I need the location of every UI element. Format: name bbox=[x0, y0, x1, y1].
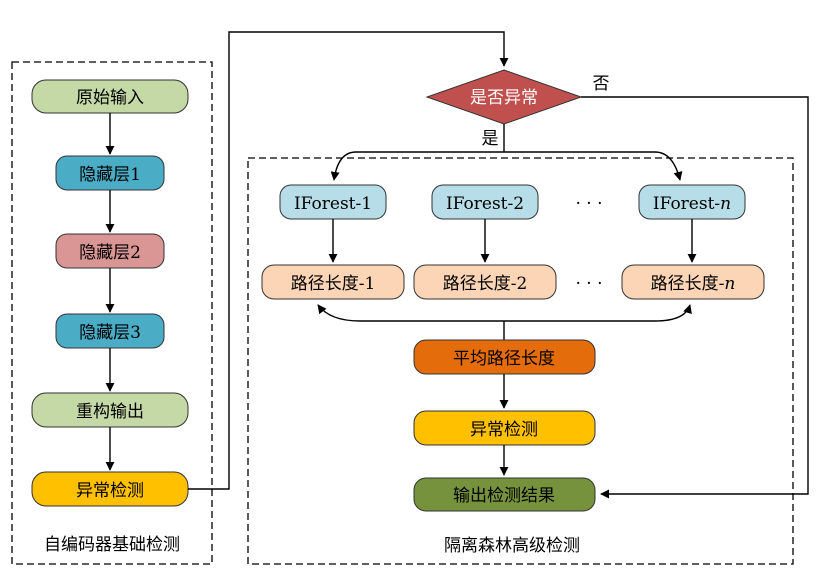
node-reconstruct-output: 重构输出 bbox=[31, 392, 189, 428]
node-path-length-1-label: 路径长度-1 bbox=[291, 274, 376, 294]
node-iforest-2-label: IForest-2 bbox=[446, 194, 524, 214]
node-iforest-1-label: IForest-1 bbox=[294, 194, 372, 214]
node-path-length-n-suffix: n bbox=[724, 274, 735, 294]
left-panel-frame bbox=[11, 61, 213, 565]
node-average-path-length: 平均路径长度 bbox=[413, 339, 596, 375]
node-hidden-layer-2: 隐藏层2 bbox=[55, 233, 165, 269]
decision-yes-label: 是 bbox=[482, 129, 499, 149]
edge-no-to-output bbox=[581, 96, 809, 499]
edge-detect-to-decision bbox=[188, 31, 509, 490]
node-average-path-length-label: 平均路径长度 bbox=[453, 349, 555, 369]
node-left-anomaly-detect: 异常检测 bbox=[31, 471, 189, 507]
node-right-anomaly-detect-label: 异常检测 bbox=[470, 420, 538, 440]
node-path-length-n-label: 路径长度-n bbox=[651, 274, 736, 294]
node-hidden-layer-2-label: 隐藏层2 bbox=[79, 243, 141, 263]
node-iforest-n-label: IForest-n bbox=[653, 194, 731, 214]
node-path-length-n-prefix: 路径长度- bbox=[651, 274, 725, 294]
node-path-length-2-label: 路径长度-2 bbox=[443, 274, 528, 294]
node-right-anomaly-detect: 异常检测 bbox=[413, 410, 596, 446]
path-ellipsis: · · · bbox=[575, 274, 602, 294]
node-original-input-label: 原始输入 bbox=[76, 88, 144, 108]
node-original-input: 原始输入 bbox=[31, 79, 189, 114]
decision-is-anomaly: 是否异常 bbox=[425, 69, 583, 125]
edge-yes-to-forest-n bbox=[504, 151, 683, 181]
node-iforest-n-prefix: IForest- bbox=[653, 194, 720, 214]
right-panel-frame bbox=[247, 157, 794, 565]
node-path-length-1: 路径长度-1 bbox=[261, 264, 405, 300]
node-path-length-n: 路径长度-n bbox=[621, 264, 765, 300]
node-iforest-1: IForest-1 bbox=[279, 184, 387, 220]
left-panel-caption: 自编码器基础检测 bbox=[44, 535, 180, 555]
node-path-length-2: 路径长度-2 bbox=[413, 264, 557, 300]
node-hidden-layer-3: 隐藏层3 bbox=[55, 313, 165, 349]
node-iforest-n: IForest-n bbox=[638, 184, 746, 220]
node-hidden-layer-1-label: 隐藏层1 bbox=[79, 165, 141, 185]
node-hidden-layer-3-label: 隐藏层3 bbox=[79, 323, 141, 343]
edge-yes-to-forest-1 bbox=[330, 151, 504, 181]
node-reconstruct-output-label: 重构输出 bbox=[76, 402, 144, 422]
right-panel-caption: 隔离森林高级检测 bbox=[444, 536, 580, 556]
node-left-anomaly-detect-label: 异常检测 bbox=[76, 481, 144, 501]
node-hidden-layer-1: 隐藏层1 bbox=[55, 155, 165, 191]
decision-no-label: 否 bbox=[593, 74, 610, 94]
node-output-result: 输出检测结果 bbox=[413, 477, 596, 512]
decision-label: 是否异常 bbox=[470, 88, 538, 108]
forest-ellipsis: · · · bbox=[575, 194, 602, 214]
edge-path-lengths-link bbox=[317, 304, 692, 322]
node-iforest-n-suffix: n bbox=[720, 194, 731, 214]
node-iforest-2: IForest-2 bbox=[431, 184, 539, 220]
node-output-result-label: 输出检测结果 bbox=[453, 486, 555, 506]
